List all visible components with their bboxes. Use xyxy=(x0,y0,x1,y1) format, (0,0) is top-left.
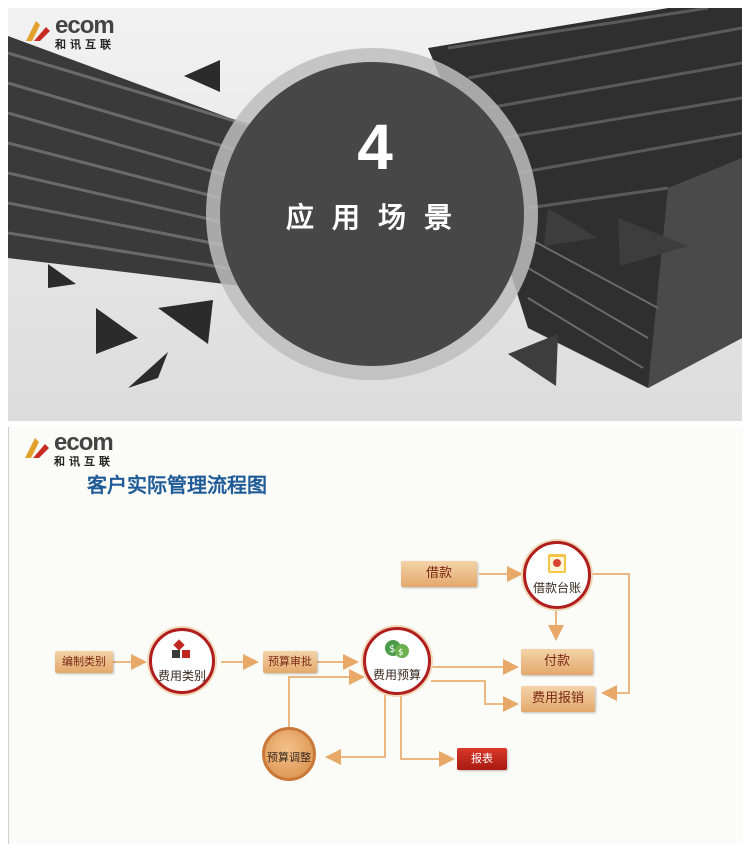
expense-category-label: 费用类别 xyxy=(157,669,206,683)
flowchart-title: 客户实际管理流程图 xyxy=(87,473,267,497)
brand-logo: ecom 和讯互联 xyxy=(22,14,115,50)
flow-connectors xyxy=(113,566,630,767)
architecture-background xyxy=(8,8,742,421)
budget-approval-box: 预算审批 xyxy=(263,651,317,673)
expense-category-node: 费用类别 xyxy=(149,628,215,694)
brand-logo: ecom 和讯互联 xyxy=(21,431,114,467)
report-box: 报表 xyxy=(457,748,507,770)
category-cubes-icon xyxy=(172,639,190,658)
budget-adjustment-label: 预算调整 xyxy=(267,751,311,764)
ledger-book-icon xyxy=(548,554,566,573)
brand-name-cn: 和讯互联 xyxy=(55,38,115,51)
budget-making-box: 编制类别 xyxy=(55,651,113,673)
flowchart-slide: ecom 和讯互联 客户实际管理流程图 编制类别 xyxy=(8,427,743,844)
budget-adjustment-node: 预算调整 xyxy=(262,727,316,781)
svg-text:$: $ xyxy=(389,644,395,655)
section-title: 应用场景 xyxy=(285,201,470,234)
brand-name-en: ecom xyxy=(54,429,114,456)
section-slide: ecom 和讯互联 4 应用场景 xyxy=(8,8,742,421)
logo-mark-icon xyxy=(26,21,50,41)
brand-name-cn: 和讯互联 xyxy=(54,455,114,468)
section-number: 4 xyxy=(357,111,393,183)
expense-reimbursement-box: 费用报销 xyxy=(521,686,595,712)
loan-ledger-node: 借款台账 xyxy=(523,541,591,609)
svg-text:$: $ xyxy=(398,648,404,658)
loan-box: 借款 xyxy=(401,561,477,587)
payment-box: 付款 xyxy=(521,649,593,675)
logo-mark-icon xyxy=(25,438,49,458)
brand-name-en: ecom xyxy=(55,12,115,39)
loan-ledger-label: 借款台账 xyxy=(532,581,581,595)
expense-budget-label: 费用预算 xyxy=(372,668,421,682)
expense-budget-node: $ $ 费用预算 xyxy=(363,627,431,695)
money-bag-icon: $ $ xyxy=(385,640,409,658)
